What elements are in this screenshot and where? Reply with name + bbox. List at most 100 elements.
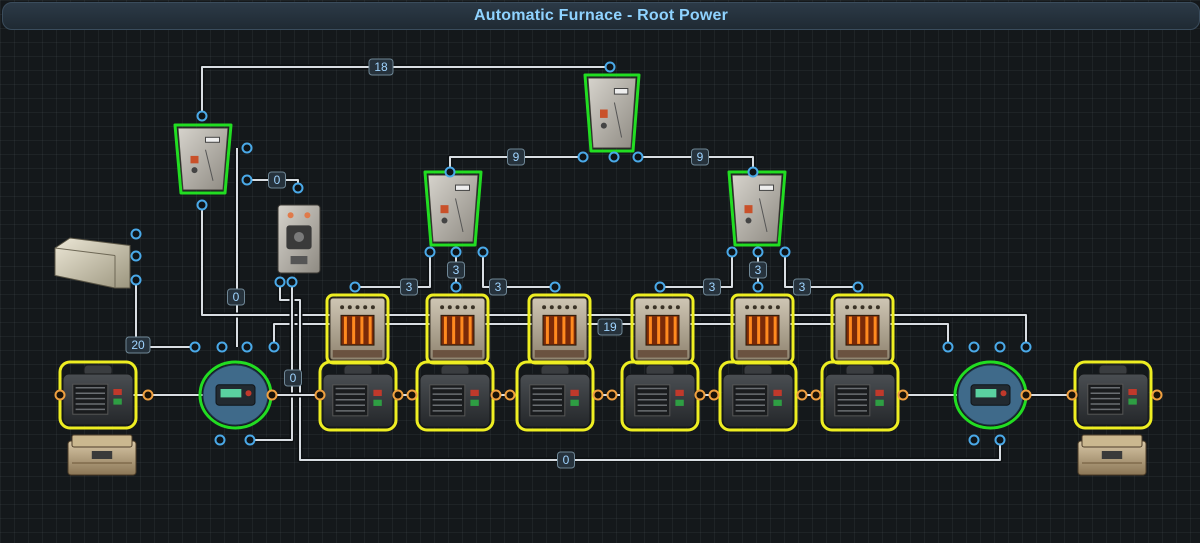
furnace-2-furnace-icon[interactable] <box>425 293 490 365</box>
io-port-12[interactable] <box>424 246 436 258</box>
io-port-14[interactable] <box>477 246 489 258</box>
io-port-27[interactable] <box>274 276 286 288</box>
io-port-5[interactable] <box>196 199 208 211</box>
io-port-7[interactable] <box>577 151 589 163</box>
furnace-5-furnace-icon[interactable] <box>730 293 795 365</box>
power-port-6[interactable] <box>406 389 418 401</box>
io-port-34[interactable] <box>968 341 980 353</box>
furnace-4-furnace-icon[interactable] <box>630 293 695 365</box>
io-port-13[interactable] <box>450 246 462 258</box>
power-port-8[interactable] <box>504 389 516 401</box>
wire-label-text: 3 <box>495 280 502 294</box>
io-port-25[interactable] <box>130 250 142 262</box>
power-port-15[interactable] <box>897 389 909 401</box>
io-port-28[interactable] <box>286 276 298 288</box>
furnace-1-furnace-icon[interactable] <box>325 293 390 365</box>
large-box-large-box-icon[interactable] <box>54 237 131 289</box>
battery-2-battery-icon[interactable] <box>415 360 495 432</box>
battery-5-battery-icon[interactable] <box>718 360 798 432</box>
counter-right-counter-icon[interactable] <box>953 360 1028 430</box>
power-port-16[interactable] <box>1020 389 1032 401</box>
battery-right-battery-icon[interactable] <box>1073 360 1153 430</box>
io-port-39[interactable] <box>968 434 980 446</box>
io-port-22[interactable] <box>752 281 764 293</box>
io-port-18[interactable] <box>349 281 361 293</box>
io-port-38[interactable] <box>244 434 256 446</box>
component-layer <box>54 73 1153 476</box>
power-port-11[interactable] <box>694 389 706 401</box>
io-port-21[interactable] <box>654 281 666 293</box>
io-port-17[interactable] <box>779 246 791 258</box>
wire-label-4: 0 <box>268 171 286 189</box>
battery-4-battery-icon[interactable] <box>620 360 700 432</box>
power-port-14[interactable] <box>810 389 822 401</box>
switch-switch-icon[interactable] <box>277 204 321 274</box>
io-port-3[interactable] <box>241 142 253 154</box>
io-port-31[interactable] <box>241 341 253 353</box>
power-port-10[interactable] <box>606 389 618 401</box>
power-port-1[interactable] <box>54 389 66 401</box>
furnace-6-furnace-icon[interactable] <box>830 293 895 365</box>
wire-label-text: 18 <box>374 60 388 74</box>
power-port-12[interactable] <box>708 389 720 401</box>
splitter-top-splitter-icon[interactable] <box>583 73 641 153</box>
io-port-2[interactable] <box>196 110 208 122</box>
power-port-17[interactable] <box>1066 389 1078 401</box>
wire-label-text: 0 <box>290 371 297 385</box>
io-port-36[interactable] <box>1020 341 1032 353</box>
io-port-29[interactable] <box>189 341 201 353</box>
power-port-7[interactable] <box>490 389 502 401</box>
wire-label-11: 0 <box>227 288 245 306</box>
io-port-26[interactable] <box>130 274 142 286</box>
io-port-40[interactable] <box>994 434 1006 446</box>
power-port-13[interactable] <box>796 389 808 401</box>
wire-label-text: 20 <box>131 338 145 352</box>
power-port-4[interactable] <box>314 389 326 401</box>
page-title: Automatic Furnace - Root Power <box>473 7 729 24</box>
box-right-storage-box-icon[interactable] <box>1077 434 1147 476</box>
io-port-19[interactable] <box>450 281 462 293</box>
power-port-3[interactable] <box>266 389 278 401</box>
splitter-main-splitter-icon[interactable] <box>173 123 233 195</box>
io-port-11[interactable] <box>747 166 759 178</box>
io-port-23[interactable] <box>852 281 864 293</box>
battery-1-battery-icon[interactable] <box>318 360 398 432</box>
io-port-8[interactable] <box>608 151 620 163</box>
io-port-33[interactable] <box>942 341 954 353</box>
power-port-9[interactable] <box>592 389 604 401</box>
io-port-9[interactable] <box>632 151 644 163</box>
counter-left-counter-icon[interactable] <box>198 360 273 430</box>
io-port-37[interactable] <box>214 434 226 446</box>
splitter-right-splitter-icon[interactable] <box>727 170 787 247</box>
furnace-3-furnace-icon[interactable] <box>527 293 592 365</box>
io-port-24[interactable] <box>130 228 142 240</box>
power-port-2[interactable] <box>142 389 154 401</box>
io-port-4[interactable] <box>241 174 253 186</box>
battery-6-battery-icon[interactable] <box>820 360 900 432</box>
wire-label-13: 20 <box>125 336 151 354</box>
splitter-left-splitter-icon[interactable] <box>423 170 483 247</box>
battery-left-battery-icon[interactable] <box>58 360 138 430</box>
io-port-20[interactable] <box>549 281 561 293</box>
wire-1 <box>201 66 610 116</box>
wire-10 <box>784 252 858 288</box>
power-port-5[interactable] <box>392 389 404 401</box>
io-port-10[interactable] <box>444 166 456 178</box>
wire-label-text: 3 <box>755 263 762 277</box>
title-bar: Automatic Furnace - Root Power <box>2 2 1200 30</box>
box-left-storage-box-icon[interactable] <box>67 434 137 476</box>
io-port-6[interactable] <box>292 182 304 194</box>
wire-label-text: 0 <box>563 453 570 467</box>
wire-label-7: 3 <box>489 278 507 296</box>
io-port-35[interactable] <box>994 341 1006 353</box>
wire-label-text: 9 <box>513 150 520 164</box>
io-port-16[interactable] <box>752 246 764 258</box>
io-port-30[interactable] <box>216 341 228 353</box>
battery-3-battery-icon[interactable] <box>515 360 595 432</box>
io-port-32[interactable] <box>268 341 280 353</box>
io-port-15[interactable] <box>726 246 738 258</box>
power-port-18[interactable] <box>1151 389 1163 401</box>
io-port-1[interactable] <box>604 61 616 73</box>
